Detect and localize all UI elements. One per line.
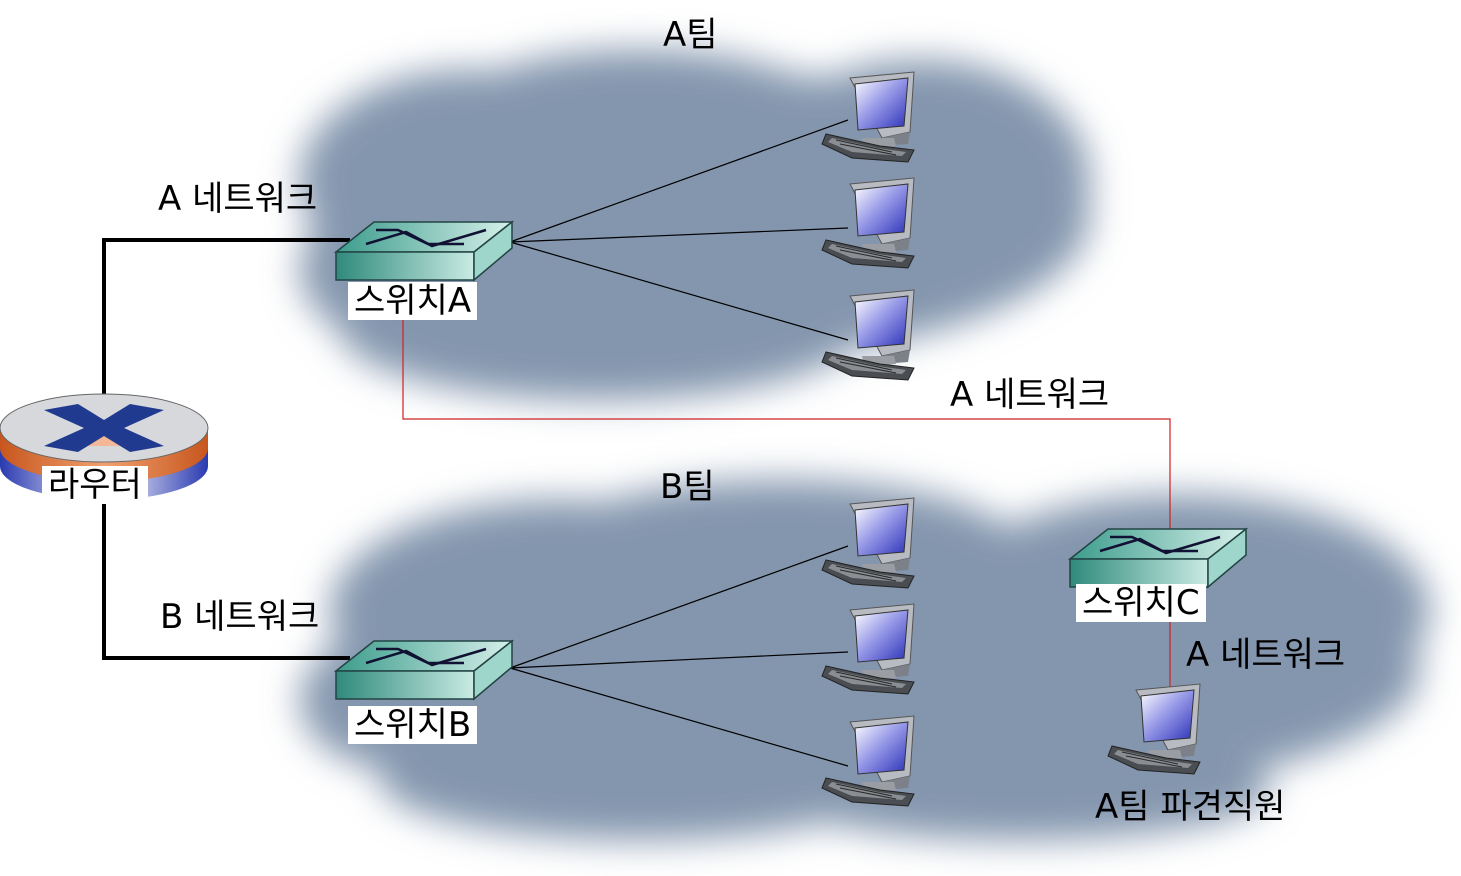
network-label-router-switch-b: B 네트워크 [160,597,320,637]
network-label-router-switch-a: A 네트워크 [158,179,318,219]
switch-a-label: 스위치A [348,282,478,320]
link-router-switch-a [102,238,350,395]
link-router-switch-b [102,500,350,660]
router-label: 라우터 [42,466,148,504]
links-switch-a-pcs [509,119,849,341]
links-switch-b-pcs [509,545,849,767]
network-label-switch-a-switch-c: A 네트워크 [950,375,1110,415]
team-b-label: B팀 [660,467,715,507]
network-label-switch-c-dispatched: A 네트워크 [1186,635,1346,675]
switch-c-label: 스위치C [1076,584,1206,622]
link-switch-a-switch-c [402,320,1171,535]
switch-b-label: 스위치B [348,706,478,744]
dispatched-pc-label: A팀 파견직원 [1095,787,1286,827]
team-a-label: A팀 [663,15,718,55]
